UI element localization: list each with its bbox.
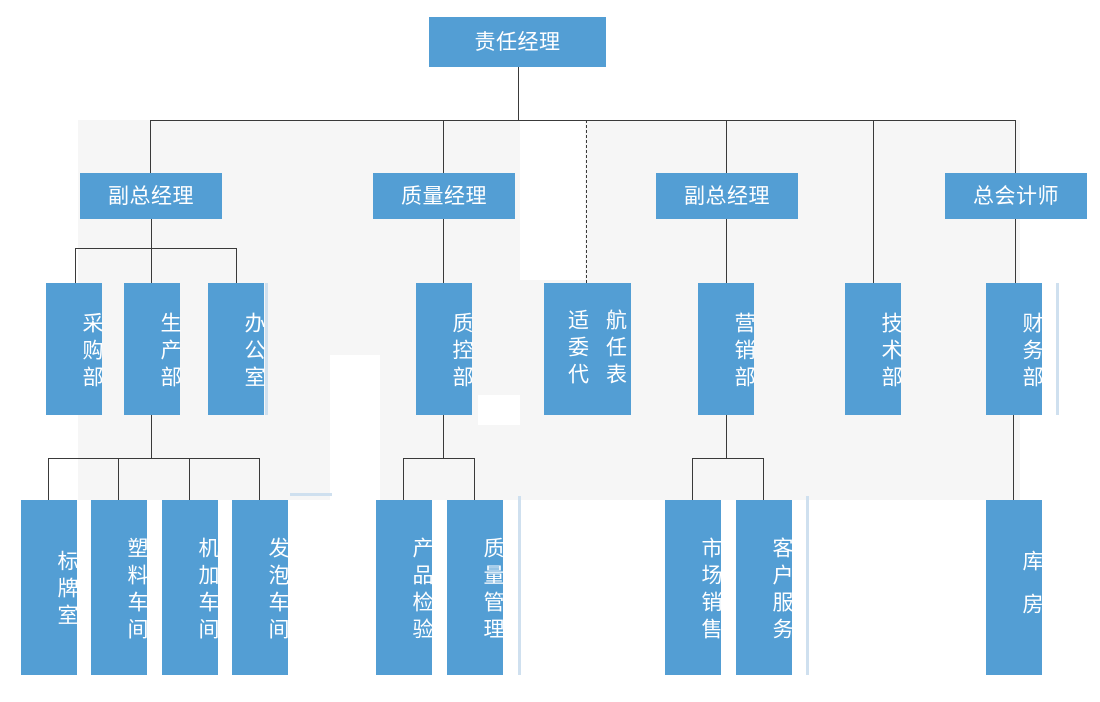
artifact-patch-a [330, 355, 380, 500]
node-sheng-chan-bu[interactable]: 生产部 [124, 283, 182, 415]
connector-sheng-chan-stem [151, 415, 152, 458]
artifact-edge-fa-pao [290, 493, 332, 496]
connector-drop-su-liao-che-jian [118, 458, 119, 500]
connector-zong-kuai-ji-to-cai-wu [1015, 219, 1016, 283]
connector-zhi-kong-stem [443, 415, 444, 458]
connector-drop-ban-gong-shi [236, 248, 237, 283]
node-fu-zong-jing-li-2[interactable]: 副总经理 [656, 173, 798, 219]
connector-bus-drop-ji-shu [873, 120, 874, 283]
connector-drop-ji-jia-che-jian [189, 458, 190, 500]
node-ji-jia-che-jian[interactable]: 机加车间 [162, 500, 220, 675]
node-zhi-kong-bu[interactable]: 质控部 [416, 283, 474, 415]
node-zhi-liang-jing-li[interactable]: 质量经理 [373, 173, 515, 219]
node-cai-gou-bu[interactable]: 采购部 [46, 283, 104, 415]
artifact-edge-ke-hu-fu-wu [806, 496, 809, 675]
connector-bus-drop-fu-zong-2 [726, 120, 727, 173]
node-biao-pai-shi[interactable]: 标牌室 [21, 500, 79, 675]
node-ban-gong-shi[interactable]: 办公室 [208, 283, 266, 415]
connector-drop-cai-gou-bu [75, 248, 76, 283]
node-zhi-liang-guan-li[interactable]: 质量管理 [447, 500, 505, 675]
connector-drop-shi-chang-xiao-shou [692, 458, 693, 500]
connector-sheng-chan-bus [48, 458, 259, 459]
connector-cai-wu-to-ku-fang [1013, 415, 1014, 500]
connector-ying-xiao-stem [726, 415, 727, 458]
connector-bus-drop-fu-zong-1 [150, 120, 151, 173]
node-zong-kuai-ji-shi[interactable]: 总会计师 [945, 173, 1087, 219]
artifact-edge-cai-wu-bu [1056, 283, 1059, 415]
node-ku-fang[interactable]: 库房 [986, 500, 1044, 675]
artifact-edge-zhi-liang-guan-li [518, 496, 521, 675]
connector-main-bus [150, 120, 1016, 121]
connector-drop-ke-hu-fu-wu [763, 458, 764, 500]
connector-zhi-kong-bus [403, 458, 474, 459]
node-ying-xiao-bu[interactable]: 营销部 [698, 283, 756, 415]
node-chan-pin-jian-yan[interactable]: 产品检验 [376, 500, 434, 675]
node-ze-ren-jing-li[interactable]: 责任经理 [429, 17, 606, 67]
connector-ying-xiao-bus [692, 458, 763, 459]
connector-drop-fa-pao-che-jian [259, 458, 260, 500]
node-ji-shu-bu[interactable]: 技术部 [845, 283, 903, 415]
connector-fu-zong-2-to-ying-xiao [726, 219, 727, 283]
connector-bus-drop-shi-hang-dashed [586, 120, 587, 283]
connector-fu-zong-1-stem [151, 219, 152, 248]
node-shi-hang-col-right: 航任表 [603, 308, 628, 390]
artifact-edge-ban-gong-shi [265, 283, 268, 415]
connector-drop-zhi-liang-guan-li [474, 458, 475, 500]
node-ke-hu-fu-wu[interactable]: 客户服务 [736, 500, 794, 675]
connector-bus-drop-zhi-liang [443, 120, 444, 173]
node-fa-pao-che-jian[interactable]: 发泡车间 [232, 500, 290, 675]
connector-bus-drop-zong-kuai-ji [1015, 120, 1016, 173]
node-shi-chang-xiao-shou[interactable]: 市场销售 [665, 500, 723, 675]
connector-drop-biao-pai-shi [48, 458, 49, 500]
connector-drop-chan-pin-jian-yan [403, 458, 404, 500]
artifact-patch-c [520, 120, 585, 280]
node-fu-zong-jing-li-1[interactable]: 副总经理 [80, 173, 222, 219]
artifact-patch-b [478, 395, 520, 425]
connector-root-stem [518, 67, 519, 120]
connector-zhi-liang-to-zhi-kong [443, 219, 444, 283]
node-shi-hang-col-left: 适委代 [565, 308, 590, 390]
node-cai-wu-bu[interactable]: 财务部 [986, 283, 1044, 415]
connector-drop-sheng-chan-bu [151, 248, 152, 283]
node-su-liao-che-jian[interactable]: 塑料车间 [91, 500, 149, 675]
node-shi-hang-wei-ren-dai-biao[interactable]: 航任表 适委代 [544, 283, 631, 415]
connector-fu-zong-1-bus [75, 248, 236, 249]
